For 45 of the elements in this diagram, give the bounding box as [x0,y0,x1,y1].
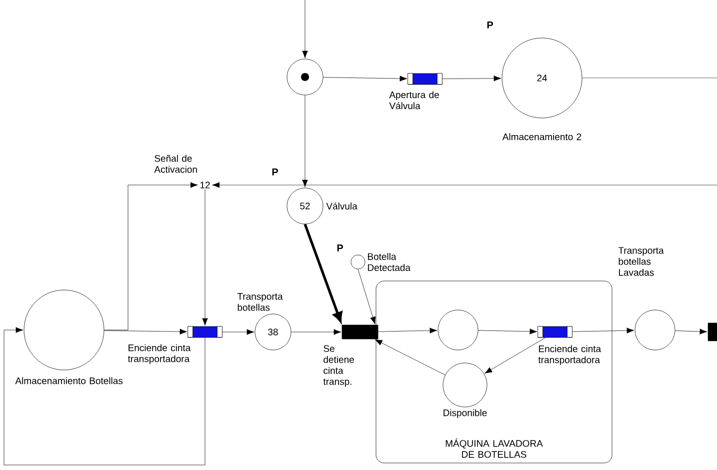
place-name: Transporta botellas [237,293,283,311]
arc-arrow [478,328,538,334]
arc-arrow [442,76,502,82]
arc-arrow [675,328,708,334]
arc-arrow [104,182,198,330]
place-circle [442,362,488,408]
arc-arrow [358,269,376,324]
place-label: P [272,168,278,176]
arc-arrow [304,224,342,322]
arc-arrow [302,0,308,58]
place-circle [438,310,478,350]
place-name: Botella Detectada [368,253,410,271]
place-name: Almacenamiento Botellas [15,377,123,384]
place-name: Válvula [326,202,358,210]
place-name: Señal de Activacion [154,154,197,173]
place-name: Transporta botellas Lavadas [618,247,664,276]
place-name: Disponible [444,409,487,418]
place-circle [286,58,324,96]
arc-arrow [212,182,717,188]
arc-arrow [202,189,208,326]
place-circle [24,290,104,370]
transition-bar [538,326,572,338]
place-circle [634,310,676,350]
place-name: Se detiene cinta transp. [323,345,354,387]
arc-arrow [323,76,408,82]
arc-arrow [222,329,254,335]
place-number: 12 [198,180,212,190]
transition-bar [342,324,378,340]
place-name: Enciende cinta transportadora [538,345,602,366]
arc-arrow [104,328,188,334]
edge-label: P [336,244,344,252]
arc-arrow [374,339,446,376]
transition-bar [188,326,222,338]
place-label: P [487,22,493,28]
place-name: Enciende cinta transportadora [128,344,191,364]
transition-bar [408,73,442,85]
place-name: Almacenamiento 2 [502,133,582,140]
arc-arrow [4,327,206,466]
place-name: Apertura de Válvula [389,91,439,110]
arc-arrow [484,338,546,374]
arc-arrow [302,95,308,188]
arc-arrow [291,329,342,335]
arc-arrow [378,328,438,334]
place-circle [350,254,366,270]
arc-arrow [572,328,634,334]
